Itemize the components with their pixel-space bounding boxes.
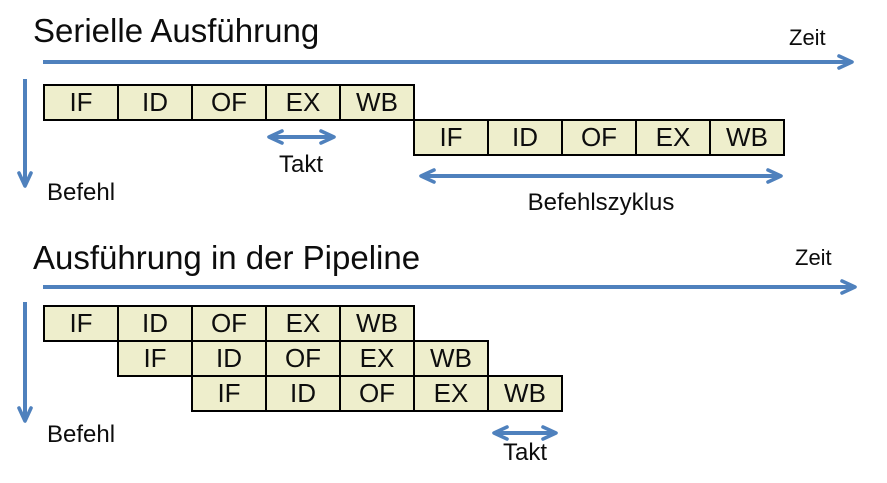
stage-cell-ex: EX <box>635 119 711 156</box>
stage-cell-of: OF <box>561 119 637 156</box>
pipeline-befehl-label: Befehl <box>47 421 116 448</box>
pipeline-instruction3-row: IF ID OF EX WB <box>191 375 563 412</box>
stage-cell-id: ID <box>487 119 563 156</box>
stage-cell-ex: EX <box>265 305 341 342</box>
stage-cell-if: IF <box>191 375 267 412</box>
stage-cell-id: ID <box>117 84 193 121</box>
stage-cell-of: OF <box>265 340 341 377</box>
stage-cell-ex: EX <box>265 84 341 121</box>
stage-cell-of: OF <box>191 84 267 121</box>
pipeline-instruction2-row: IF ID OF EX WB <box>117 340 489 377</box>
stage-cell-wb: WB <box>709 119 785 156</box>
stage-cell-id: ID <box>117 305 193 342</box>
stage-cell-if: IF <box>43 84 119 121</box>
stage-cell-id: ID <box>265 375 341 412</box>
stage-cell-if: IF <box>413 119 489 156</box>
pipeline-takt-label: Takt <box>502 439 547 466</box>
stage-cell-wb: WB <box>339 84 415 121</box>
serial-zeit-label: Zeit <box>789 25 826 50</box>
stage-cell-wb: WB <box>413 340 489 377</box>
pipeline-section-title: Ausführung in der Pipeline <box>33 239 421 276</box>
pipeline-instruction1-row: IF ID OF EX WB <box>43 305 415 342</box>
stage-cell-of: OF <box>191 305 267 342</box>
serial-instruction1-row: IF ID OF EX WB <box>43 84 415 121</box>
stage-cell-if: IF <box>117 340 193 377</box>
stage-cell-if: IF <box>43 305 119 342</box>
serial-befehl-label: Befehl <box>47 179 116 206</box>
stage-cell-id: ID <box>191 340 267 377</box>
stage-cell-ex: EX <box>413 375 489 412</box>
serial-instruction2-row: IF ID OF EX WB <box>413 119 785 156</box>
stage-cell-wb: WB <box>487 375 563 412</box>
pipeline-zeit-label: Zeit <box>795 245 832 270</box>
stage-cell-of: OF <box>339 375 415 412</box>
serial-section-title: Serielle Ausführung <box>33 12 320 49</box>
stage-cell-wb: WB <box>339 305 415 342</box>
serial-befehlszyklus-label: Befehlszyklus <box>527 189 675 216</box>
stage-cell-ex: EX <box>339 340 415 377</box>
serial-takt-label: Takt <box>278 151 323 178</box>
